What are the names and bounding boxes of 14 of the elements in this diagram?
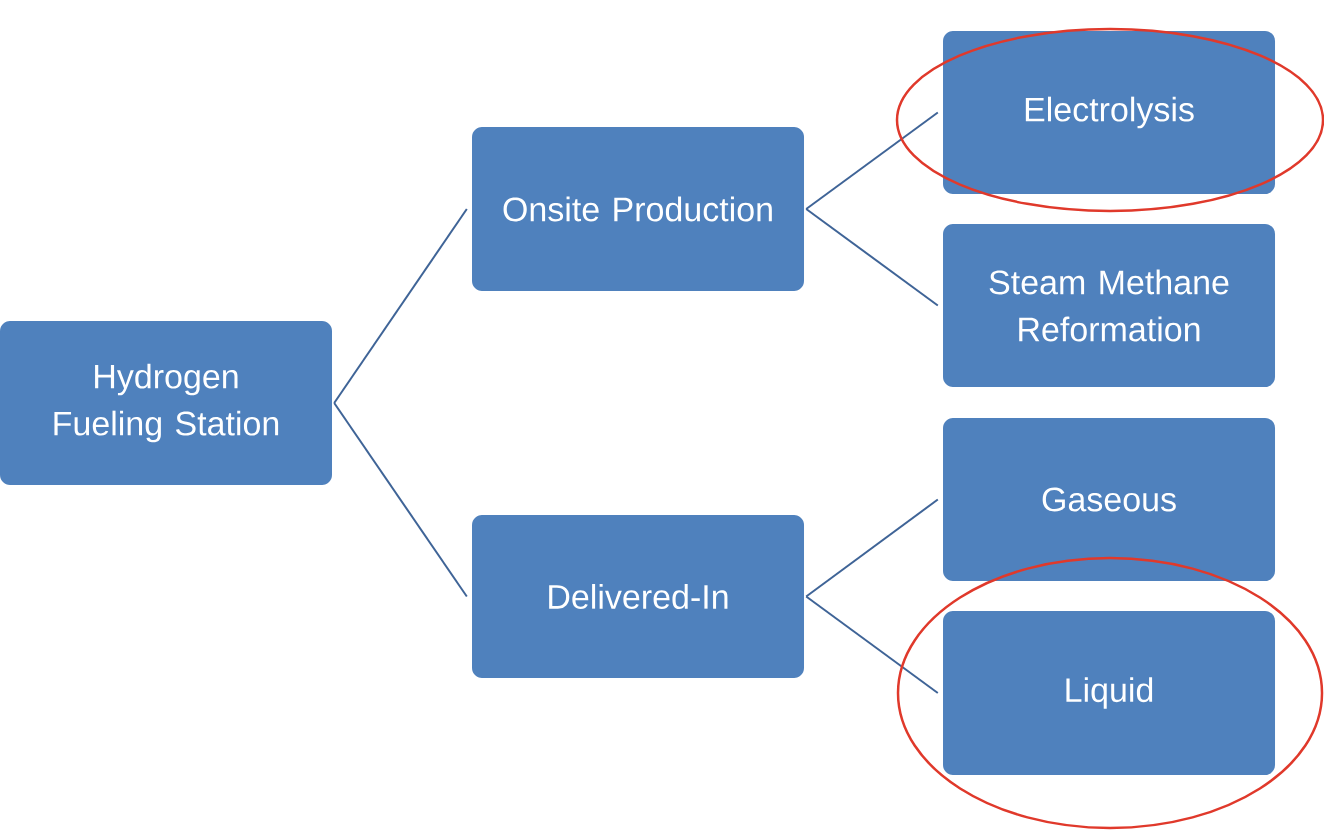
connector-line — [805, 111, 939, 210]
node-label: Liquid — [1066, 677, 1153, 709]
process-box: Delivered-In — [472, 515, 804, 678]
connector-line — [333, 402, 468, 598]
process-box: Gaseous — [943, 418, 1275, 581]
connector-line — [333, 208, 468, 404]
connector-line — [805, 595, 939, 694]
process-box: Liquid — [943, 611, 1275, 775]
process-box: Hydrogen Fueling Station — [0, 321, 332, 485]
process-box: Electrolysis — [943, 31, 1275, 194]
process-box: Steam Methane Reformation — [943, 224, 1275, 387]
connector-line — [805, 208, 939, 307]
process-box: Onsite Production — [472, 127, 804, 291]
connector-line — [805, 498, 939, 598]
